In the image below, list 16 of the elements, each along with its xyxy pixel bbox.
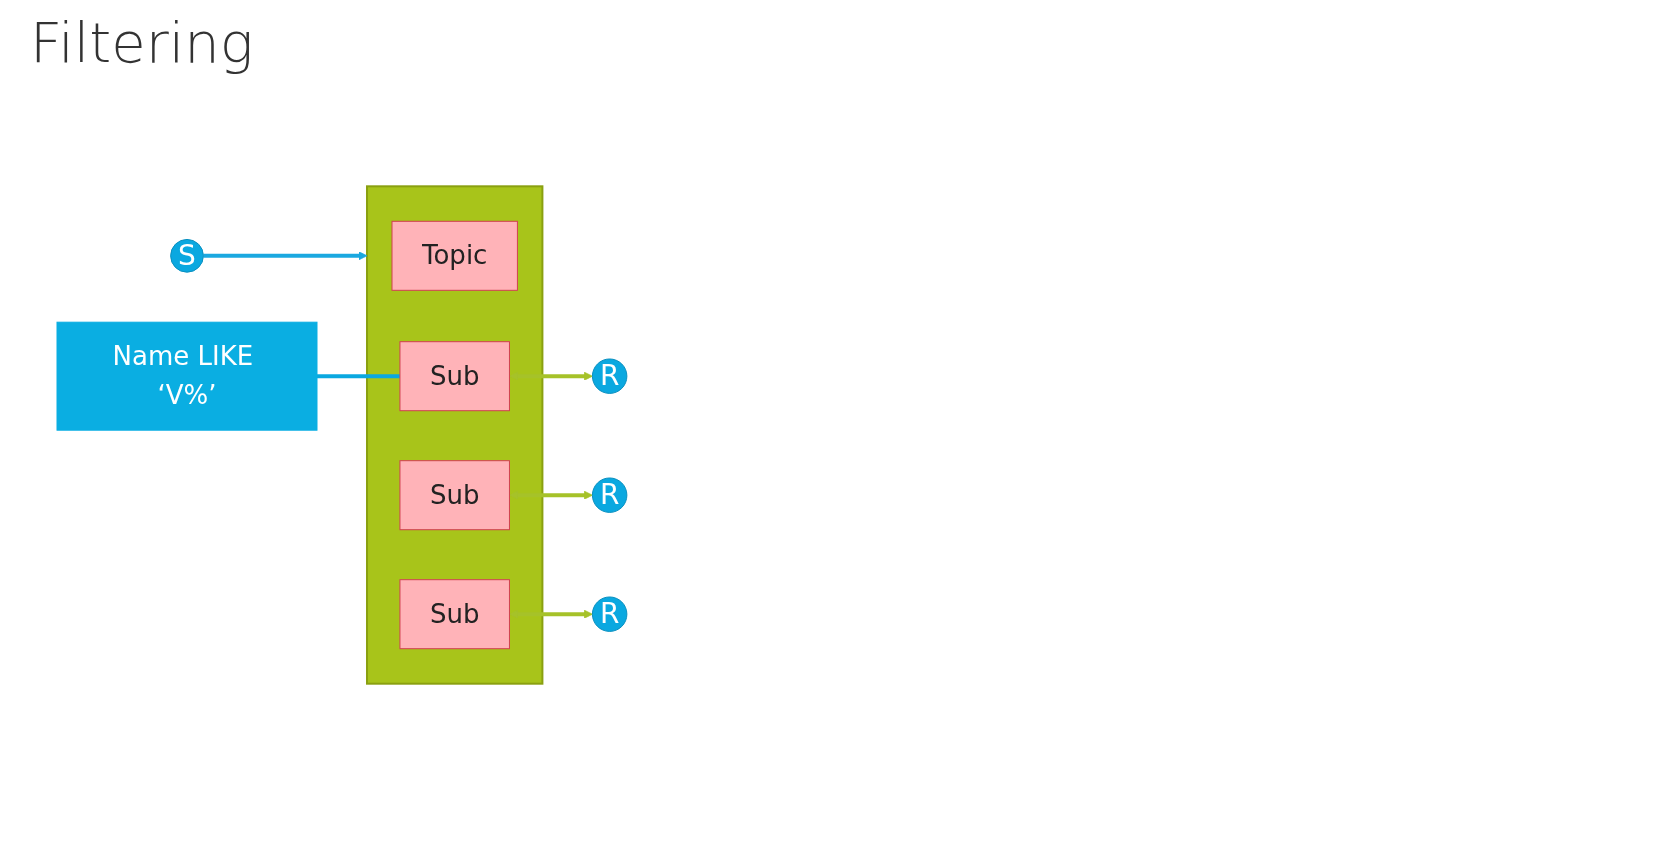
node-box: Name LIKE ‘V%’: [56, 321, 317, 431]
node-box: Sub: [398, 341, 510, 412]
title: Filtering: [30, 10, 255, 75]
node-circle: R: [591, 477, 627, 513]
node-box: Sub: [398, 460, 510, 531]
node-circle: R: [591, 596, 627, 632]
node-box: Topic: [391, 220, 518, 291]
arrow: [508, 609, 593, 619]
cluster: [365, 185, 543, 685]
connector: [316, 374, 400, 379]
arrow: [202, 251, 367, 261]
node-circle: R: [591, 358, 627, 394]
node-box: Sub: [398, 579, 510, 650]
arrow: [508, 490, 593, 500]
node-circle: S: [169, 238, 204, 273]
arrow: [508, 371, 593, 381]
